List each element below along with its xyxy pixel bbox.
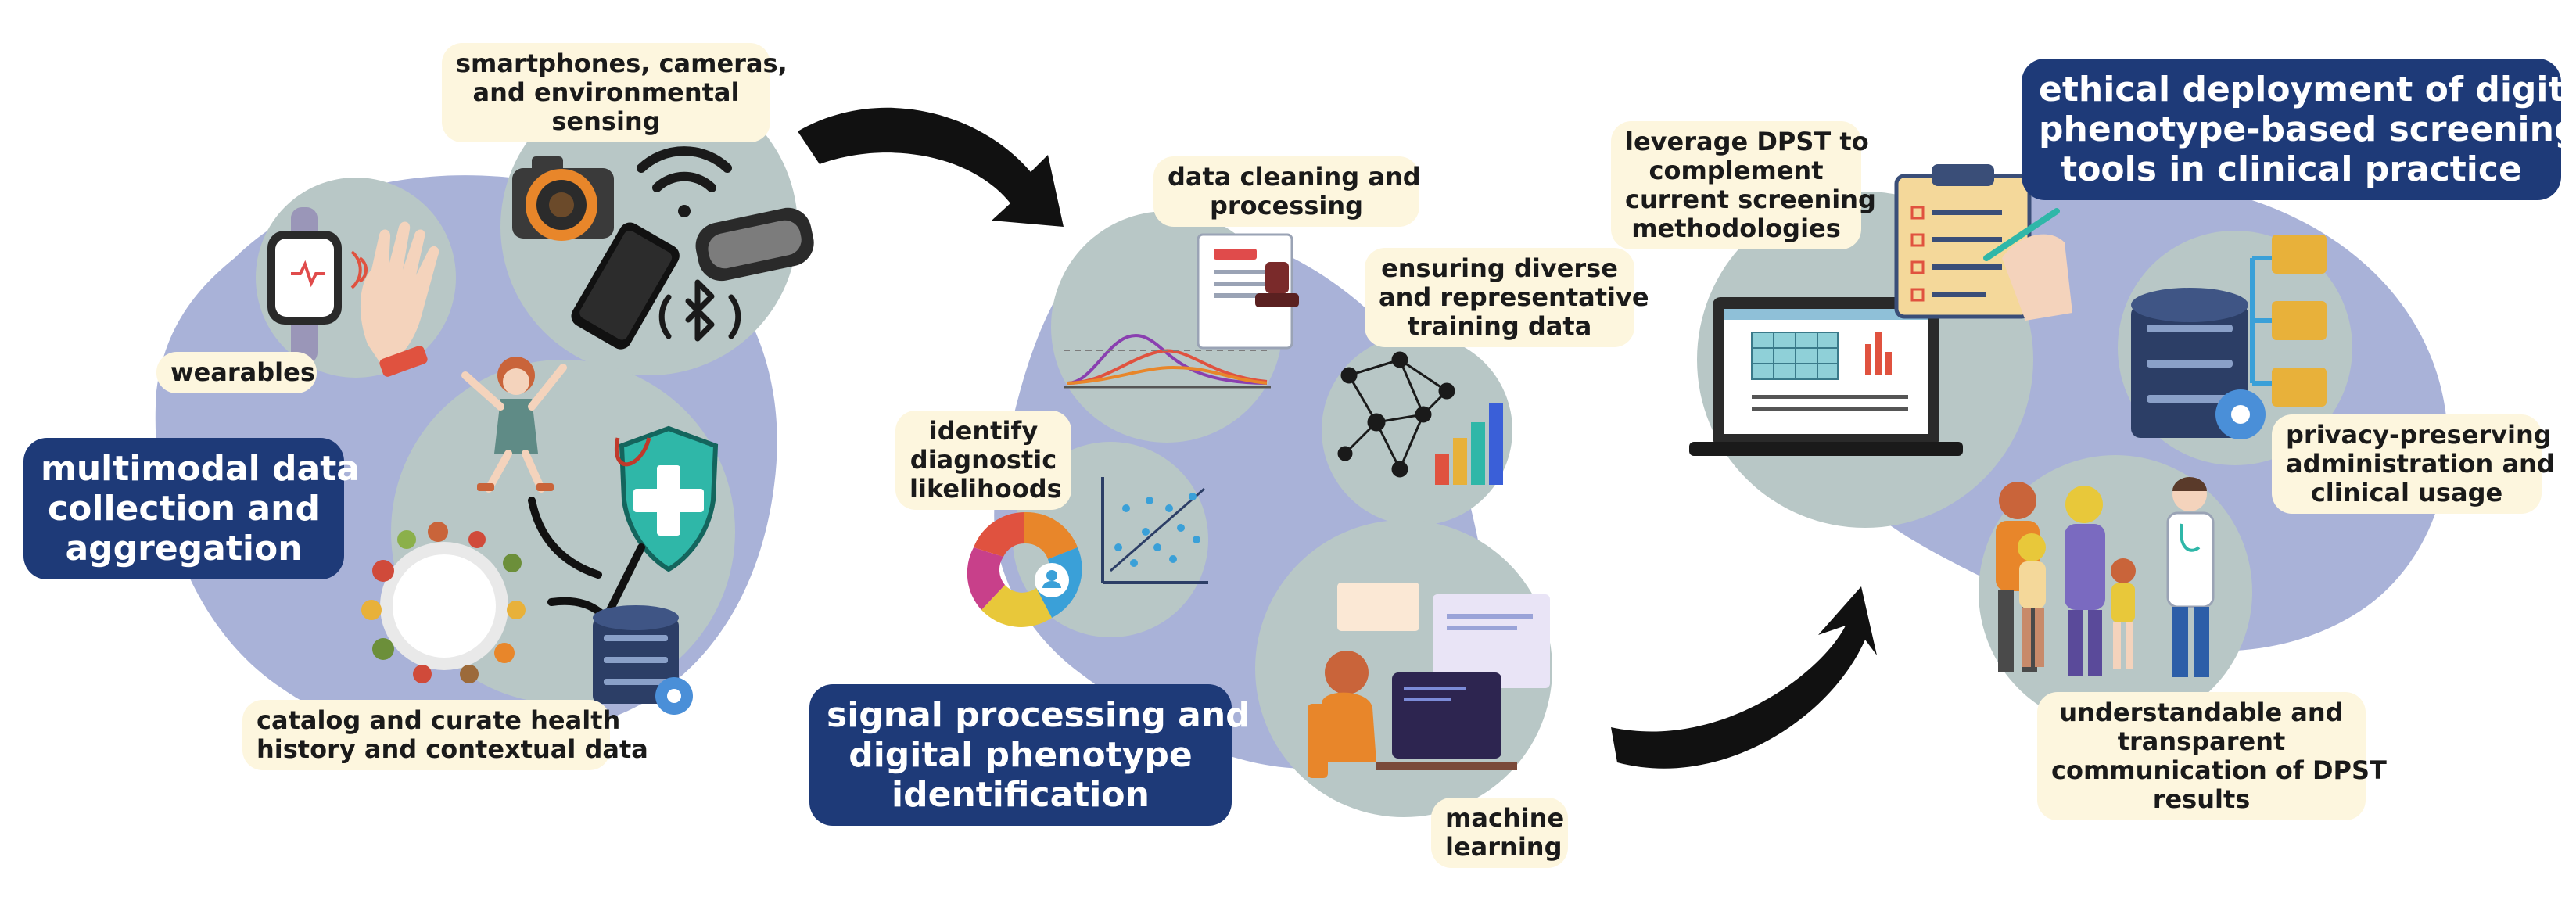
label-line: methodologies: [1631, 213, 1841, 243]
label-line: likelihoods: [909, 474, 1062, 504]
label-line: leverage DPST to: [1625, 127, 1869, 156]
label-line: history and contextual data: [257, 734, 648, 764]
stage-1-title-line-2: collection and: [48, 489, 320, 529]
stage-3-title-line-3: tools in clinical practice: [2061, 149, 2522, 189]
label-line: communication of DPST: [2051, 755, 2387, 785]
distribution-chart-icon: [1064, 334, 1271, 389]
donut-chart-icon: [967, 511, 1082, 627]
stage-3-title: ethical deployment of digital phenotype-…: [2022, 59, 2576, 200]
stage-3-title-line-2: phenotype-based screening: [2039, 109, 2576, 149]
label-line: transparent: [2117, 726, 2286, 756]
shield-cross-icon: [614, 425, 719, 572]
label-line: current screening: [1625, 185, 1876, 214]
label-line: and representative: [1379, 282, 1649, 312]
label-line: and environmental: [472, 77, 740, 107]
label-line: training data: [1407, 311, 1592, 341]
label-line: data cleaning and: [1168, 162, 1421, 192]
database-folders-icon: [2131, 235, 2327, 439]
stage-3-illustration: [1689, 164, 2448, 729]
label-transparent-communication: understandable and transparent communica…: [2037, 692, 2387, 820]
label-privacy-preserving: privacy-preserving administration and cl…: [2272, 414, 2555, 514]
label-data-cleaning: data cleaning and processing: [1153, 156, 1421, 227]
stage-2-title: signal processing and digital phenotype …: [809, 684, 1250, 826]
label-wearables: wearables: [156, 352, 317, 393]
database-gear-icon: [593, 605, 693, 715]
scatter-plot-icon: [1101, 477, 1208, 584]
label-catalog-health-history: catalog and curate health history and co…: [242, 700, 648, 770]
label-line: sensing: [551, 106, 661, 136]
child-jumping-icon: [461, 357, 567, 493]
stage-1-circle-devices: [500, 78, 798, 375]
label-line: processing: [1209, 191, 1364, 221]
network-graph-icon: [1337, 351, 1455, 478]
plate-food-icon: [361, 522, 526, 683]
smartwatch-icon: [267, 207, 342, 364]
stage-2-title-line-2: digital phenotype: [849, 735, 1193, 775]
label-line: results: [2152, 784, 2251, 814]
stage-2-title-line-3: identification: [892, 775, 1150, 815]
clipboard-checklist-icon: [1894, 164, 2072, 321]
label-diagnostic-likelihoods: identify diagnostic likelihoods: [895, 411, 1071, 510]
label-leverage-dpst: leverage DPST to complement current scre…: [1611, 121, 1876, 249]
stage-1-title-line-3: aggregation: [65, 529, 303, 568]
label-line: smartphones, cameras,: [456, 48, 788, 78]
flow-arrow-1: [798, 107, 1064, 227]
hand-ring-icon: [350, 221, 439, 377]
stage-2-title-line-1: signal processing and: [827, 695, 1250, 735]
label-line: privacy-preserving: [2286, 420, 2552, 450]
bar-chart-icon: [1435, 403, 1503, 485]
stage-3-title-line-1: ethical deployment of digital: [2039, 70, 2576, 109]
label-diverse-training-data: ensuring diverse and representative trai…: [1365, 248, 1649, 347]
label-line: wearables: [170, 357, 315, 387]
label-line: diagnostic: [909, 445, 1057, 475]
wifi-icon: [637, 146, 732, 217]
family-doctor-icon: [1996, 477, 2215, 677]
label-line: identify: [928, 416, 1039, 446]
stage-1-title-line-1: multimodal data: [41, 449, 360, 489]
flow-arrow-2: [1611, 586, 1877, 769]
vr-headset-icon: [695, 207, 814, 282]
label-line: ensuring diverse: [1381, 253, 1618, 283]
label-line: understandable and: [2059, 698, 2344, 727]
camera-icon: [512, 156, 614, 241]
label-line: catalog and curate health: [257, 705, 621, 735]
label-line: clinical usage: [2310, 478, 2503, 508]
stage-1-illustration: [155, 78, 814, 740]
bluetooth-icon: [658, 279, 741, 342]
label-line: administration and: [2286, 449, 2555, 479]
label-line: complement: [1649, 156, 1824, 185]
laptop-spreadsheet-icon: [1689, 297, 1963, 456]
label-line: machine: [1445, 803, 1565, 833]
label-smartphones-cameras-sensing: smartphones, cameras, and environmental …: [442, 43, 788, 142]
label-line: learning: [1445, 832, 1562, 862]
label-machine-learning: machine learning: [1431, 798, 1568, 868]
smartphone-icon: [571, 222, 680, 350]
stage-1-title: multimodal data collection and aggregati…: [23, 438, 360, 579]
person-laptop-icon: [1308, 583, 1550, 778]
document-stamp-icon: [1197, 233, 1299, 350]
stage-2-illustration: [967, 211, 1552, 817]
